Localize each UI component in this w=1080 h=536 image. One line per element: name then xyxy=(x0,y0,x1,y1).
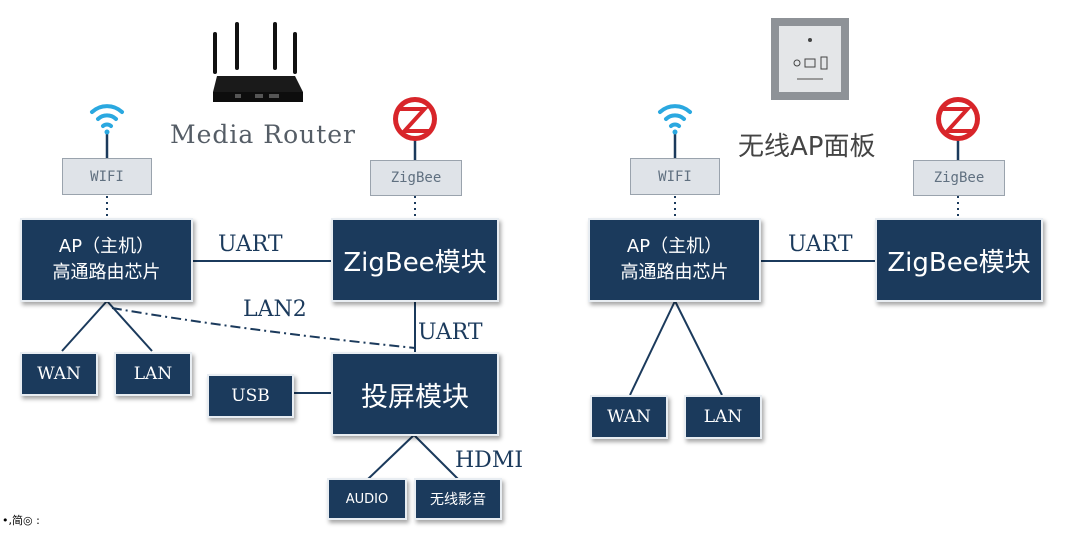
ap-lan-line-right xyxy=(674,300,723,396)
wifi-label-box: WIFI xyxy=(630,158,720,195)
ap-host-line1: AP（主机） xyxy=(58,236,155,257)
ap-lan-line xyxy=(106,300,153,352)
ap-wan-line xyxy=(61,300,108,352)
zigbee-label-box: ZigBee xyxy=(370,160,462,196)
uart-label: UART xyxy=(218,232,283,257)
audio-box: AUDIO xyxy=(327,478,407,520)
uart-vertical-label: UART xyxy=(418,320,483,345)
zigbee-logo-icon xyxy=(393,97,437,141)
ap-host-box: AP（主机） 高通路由芯片 xyxy=(20,218,193,302)
wan-box-right: WAN xyxy=(590,395,668,439)
lan2-label: LAN2 xyxy=(243,297,307,322)
lan-box-right: LAN xyxy=(684,395,762,439)
projection-module-box: 投屏模块 xyxy=(331,352,499,436)
wan-box: WAN xyxy=(20,352,98,396)
lan2-line xyxy=(111,307,416,349)
uart-label-right: UART xyxy=(788,232,853,257)
wall-panel-icon xyxy=(771,18,849,100)
footer-text: •,简◎ : xyxy=(2,514,40,527)
proj-audio-line xyxy=(367,434,415,480)
usb-box: USB xyxy=(207,374,294,418)
wifi-label-box: WIFI xyxy=(62,158,152,195)
ap-host-line2: 高通路由芯片 xyxy=(52,262,161,283)
ap-host-line1-right: AP（主机） xyxy=(626,236,723,257)
wifi-icon xyxy=(90,104,124,135)
lan-box: LAN xyxy=(114,352,192,396)
zigbee-module-box: ZigBee模块 xyxy=(331,218,499,302)
router-icon xyxy=(213,22,303,102)
wireless-av-box: 无线影音 xyxy=(414,478,502,520)
wireless-ap-panel-title: 无线AP面板 xyxy=(738,132,876,162)
ap-host-box-right: AP（主机） 高通路由芯片 xyxy=(588,218,761,302)
hdmi-label: HDMI xyxy=(455,448,524,473)
zigbee-label-box: ZigBee xyxy=(913,160,1005,196)
zigbee-logo-icon xyxy=(936,97,980,141)
zigbee-module-box-right: ZigBee模块 xyxy=(875,218,1043,302)
media-router-title: Media Router xyxy=(170,120,357,149)
proj-wireless-line xyxy=(413,434,459,480)
ap-wan-line-right xyxy=(629,300,676,396)
ap-host-line2-right: 高通路由芯片 xyxy=(620,262,729,283)
wifi-icon xyxy=(658,104,692,135)
